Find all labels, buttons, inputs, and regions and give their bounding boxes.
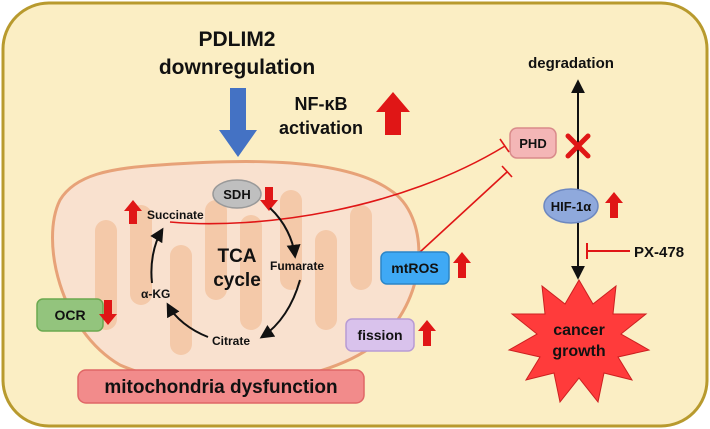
nfkb-label-line2: activation: [279, 118, 363, 138]
phd-box: [509, 127, 557, 159]
cycle-arrow-citrate-akg: [166, 302, 209, 338]
blocked-x-icon: [565, 133, 591, 159]
nfkb-label-line1: NF-κB: [294, 94, 347, 114]
dysfunction-label: mitochondria dysfunction: [104, 377, 337, 398]
cycle-arrow-fumarate-citrate: [259, 279, 301, 339]
mtros-box: [380, 251, 450, 285]
succinate-up-arrow-icon: [124, 200, 142, 224]
mtros-up-arrow-icon: [453, 252, 471, 278]
citrate-label: Citrate: [212, 334, 250, 348]
pdlim2-title-line1: PDLIM2: [198, 28, 275, 51]
cancer-growth-burst: [507, 279, 651, 404]
sdh-node: [212, 179, 262, 209]
blue-down-arrow: [219, 88, 257, 157]
px478-label: PX-478: [634, 244, 684, 261]
succinate-inhibits-phd-line: [169, 145, 506, 225]
phd-label: PHD: [519, 136, 546, 151]
hif1a-up-arrow-icon: [605, 192, 623, 218]
mtros-inhibit-bar: [501, 165, 513, 178]
sdh-down-arrow-icon: [260, 187, 278, 211]
cancer-growth-line1: cancer: [553, 322, 605, 339]
sdh-label: SDH: [223, 187, 250, 202]
ocr-down-arrow-icon: [99, 300, 117, 325]
dysfunction-banner: [77, 369, 365, 404]
mitochondrion: [51, 159, 421, 386]
mtros-label: mtROS: [391, 260, 438, 276]
tca-label-line1: TCA: [217, 246, 256, 267]
ocr-label: OCR: [54, 307, 85, 323]
tca-label-line2: cycle: [213, 270, 261, 291]
pdlim2-title-line2: downregulation: [159, 56, 315, 79]
fumarate-label: Fumarate: [270, 259, 324, 273]
cancer-growth-line2: growth: [552, 343, 605, 360]
fission-box: [345, 318, 415, 352]
fission-label: fission: [357, 327, 402, 343]
nfkb-up-arrow-icon: [376, 92, 410, 135]
hif1a-label: HIF-1α: [551, 199, 592, 214]
hif1a-node: [543, 188, 599, 224]
mito-cristae: [95, 190, 372, 355]
mtros-inhibits-phd-line: [419, 171, 508, 253]
cycle-arrow-sdh-fumarate: [269, 207, 301, 259]
fission-up-arrow-icon: [418, 320, 436, 346]
akg-label: α-KG: [141, 287, 170, 301]
succinate-inhibit-bar: [499, 138, 510, 153]
cycle-arrow-akg-succinate: [150, 227, 164, 284]
degradation-label: degradation: [528, 55, 614, 72]
succinate-label: Succinate: [147, 208, 204, 222]
